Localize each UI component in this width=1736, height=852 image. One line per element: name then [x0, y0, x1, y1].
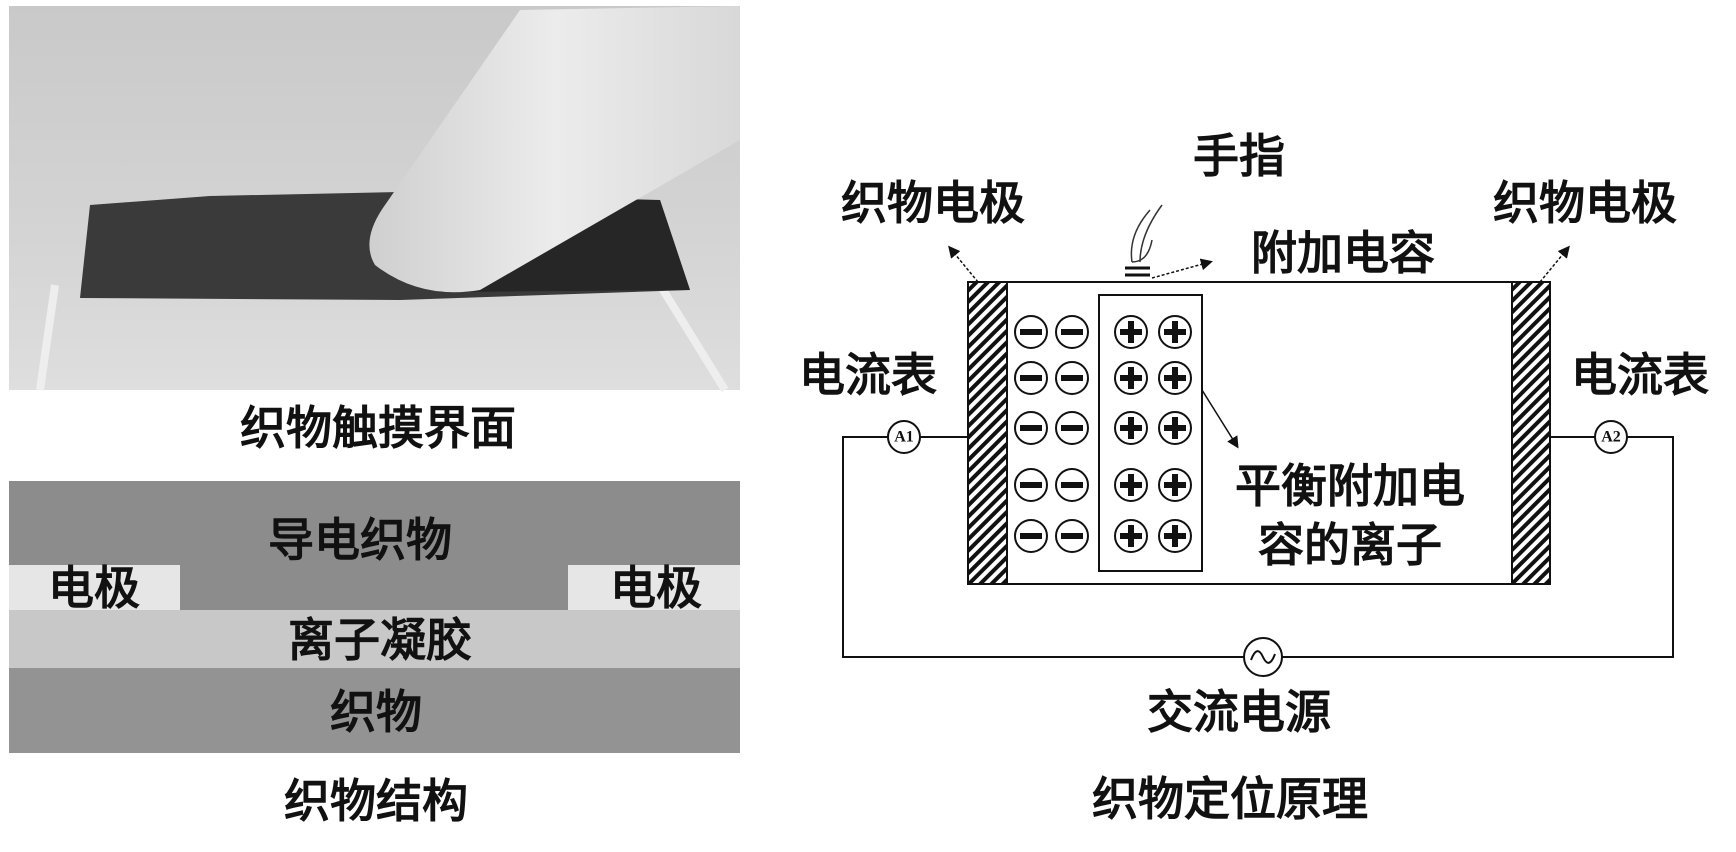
- electrode-right-bar: [1511, 281, 1551, 585]
- negative-ion-icon: [1055, 519, 1089, 553]
- positive-ion-icon: [1158, 468, 1192, 502]
- conductive-fabric-label: 导电织物: [268, 513, 452, 567]
- positive-ion-icon: [1114, 315, 1148, 349]
- electrode-left-arrow: [948, 245, 979, 283]
- balance-ions-label-1: 平衡附加电: [1235, 459, 1465, 513]
- balance-ions-label-2: 容的离子: [1258, 518, 1442, 572]
- svg-text:A2: A2: [1601, 429, 1621, 446]
- electrode-right-label: 电极: [610, 561, 702, 615]
- fabric-layer: [9, 668, 740, 753]
- negative-ion-icon: [1055, 411, 1089, 445]
- fabric-structure: 导电织物 电极 电极 离子凝胶 织物: [9, 481, 740, 753]
- negative-ion-icon: [1014, 411, 1048, 445]
- positive-ion-icon: [1158, 315, 1192, 349]
- circuit-caption: 织物定位原理: [1092, 772, 1368, 826]
- electrode-left-bar: [967, 281, 1008, 585]
- photo-caption: 织物触摸界面: [240, 401, 516, 455]
- balance-ion-box: [1098, 294, 1203, 572]
- negative-ion-icon: [1055, 315, 1089, 349]
- positive-ion-icon: [1114, 411, 1148, 445]
- positive-ion-icon: [1114, 361, 1148, 395]
- negative-ion-icon: [1014, 519, 1048, 553]
- finger-label: 手指: [1193, 129, 1285, 183]
- negative-ion-icon: [1055, 361, 1089, 395]
- added-capacitance-label: 附加电容: [1251, 226, 1435, 280]
- touch-interface-photo: [9, 6, 740, 393]
- electrode-right-arrow: [1539, 245, 1570, 283]
- negative-ion-icon: [1014, 468, 1048, 502]
- negative-ion-icon: [1014, 361, 1048, 395]
- ionic-gel-label: 离子凝胶: [288, 613, 472, 667]
- positive-ion-icon: [1114, 519, 1148, 553]
- electrode-left-label: 电极: [48, 561, 140, 615]
- electrode-left: [9, 565, 180, 610]
- negative-ion-icon: [1055, 468, 1089, 502]
- fabric-label: 织物: [330, 685, 422, 739]
- balance-ion-arrow: [1201, 389, 1239, 449]
- positive-ion-icon: [1158, 411, 1192, 445]
- electrode-right-label: 织物电极: [1493, 176, 1677, 230]
- structure-caption: 织物结构: [284, 774, 468, 828]
- positive-ion-icon: [1158, 519, 1192, 553]
- ionic-gel-layer: [9, 610, 740, 668]
- negative-ion-icon: [1014, 315, 1048, 349]
- ammeter-a1: A1: [887, 420, 921, 454]
- svg-text:A1: A1: [894, 429, 914, 446]
- electrode-left-label: 织物电极: [841, 176, 1025, 230]
- positive-ion-icon: [1158, 361, 1192, 395]
- ammeter-right-label: 电流表: [1571, 348, 1709, 402]
- positive-ion-icon: [1114, 468, 1148, 502]
- ammeter-a2: A2: [1594, 420, 1628, 454]
- ac-source-icon: [1243, 637, 1283, 677]
- capacitance-arrow: [1151, 258, 1213, 279]
- electrode-right: [568, 565, 740, 610]
- finger-icon: [1125, 204, 1163, 277]
- ion-grid: [1014, 315, 1192, 553]
- ac-source-label: 交流电源: [1147, 685, 1331, 739]
- ammeter-left-label: 电流表: [799, 348, 937, 402]
- positioning-circuit: A1 A2 手指 织物电极 织物电极 附加电容 电流表 电流表 平衡附加电 容的…: [799, 129, 1709, 739]
